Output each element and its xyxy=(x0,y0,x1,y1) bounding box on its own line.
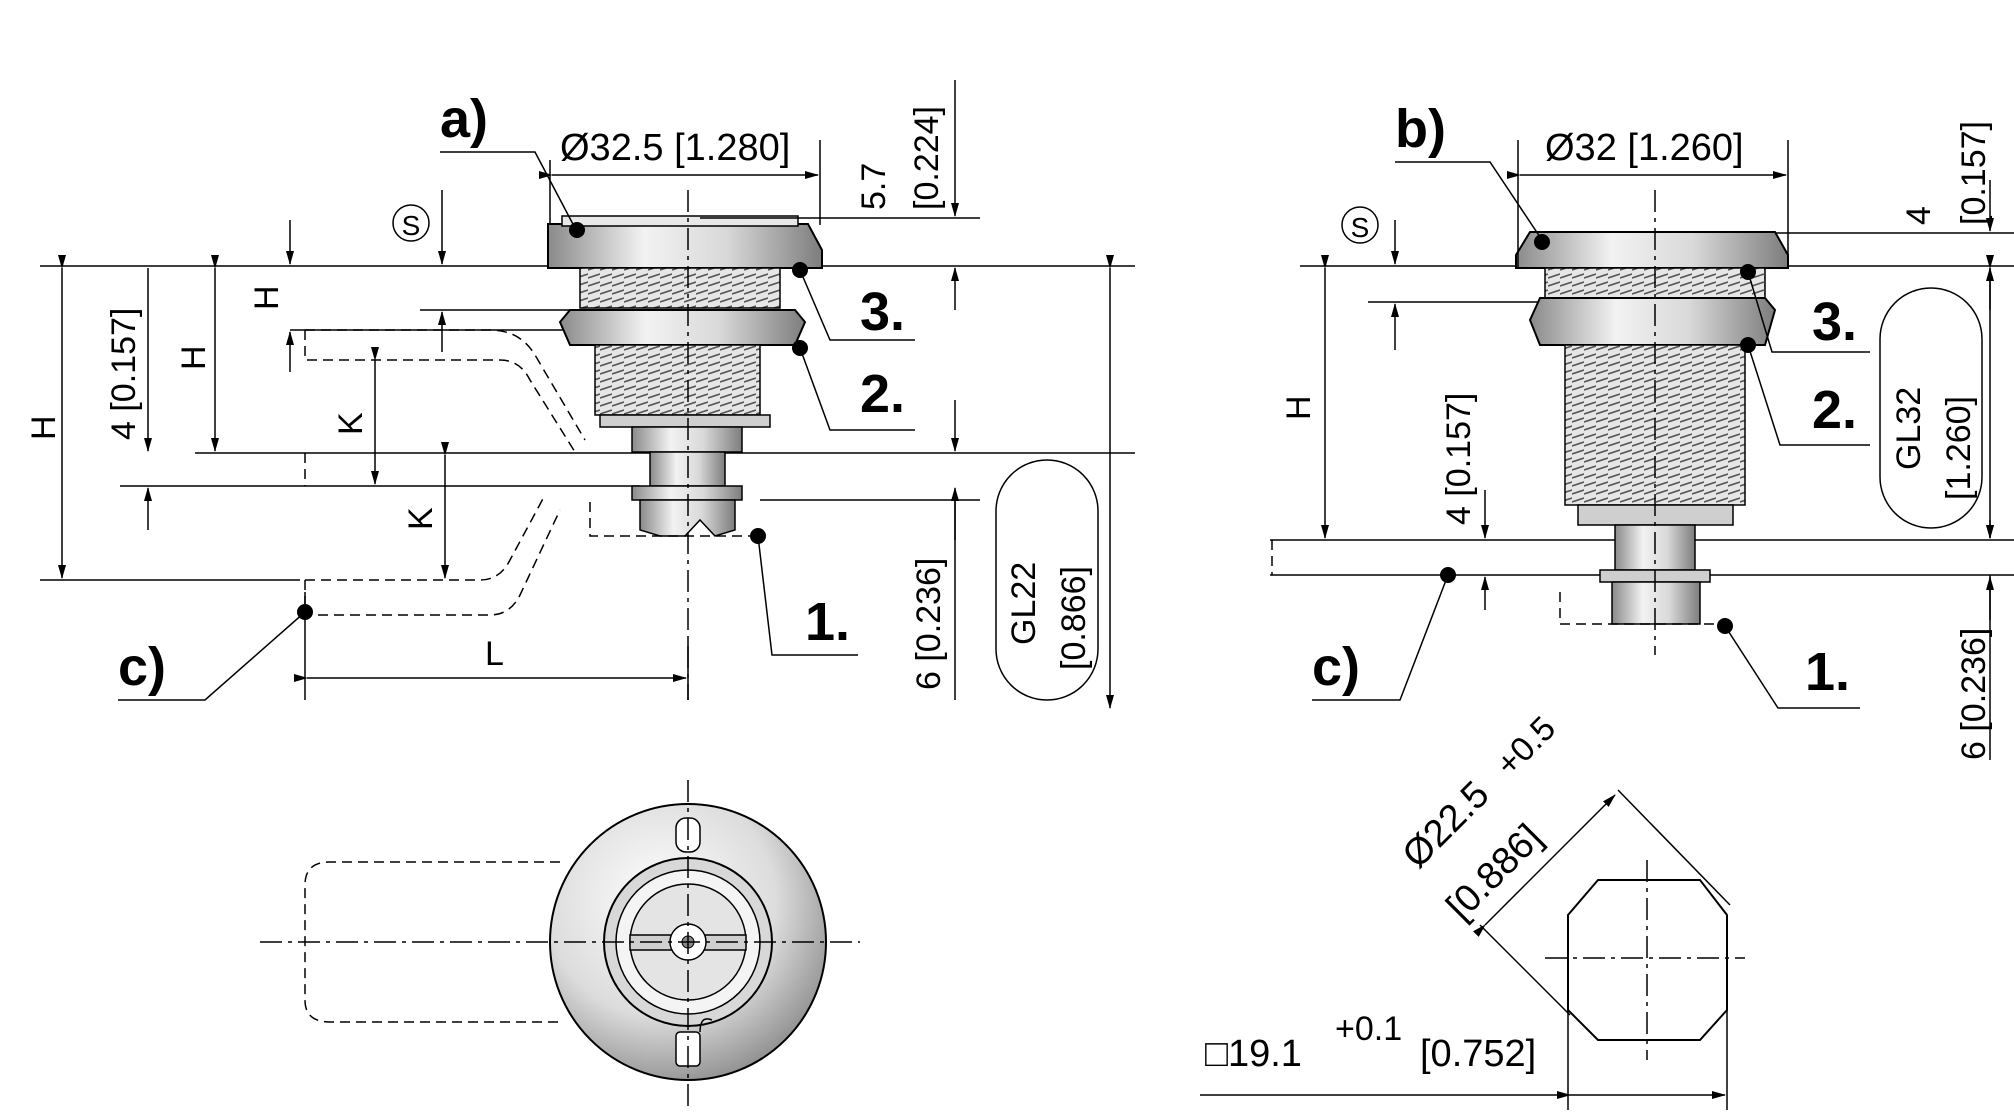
view-b-gl-size: GL32 xyxy=(1890,387,1928,470)
callout-1-a: 1. xyxy=(805,592,850,652)
callout-2-a: 2. xyxy=(860,364,905,424)
panel-cutout xyxy=(1200,789,1745,1110)
view-b-c-label: c) xyxy=(1312,637,1360,697)
view-a-gl-size: GL22 xyxy=(1005,562,1043,645)
cam-outline-a xyxy=(304,329,750,616)
view-a-h-middle: H xyxy=(175,345,213,370)
cutout-square-in: [0.752] xyxy=(1420,1033,1536,1075)
view-a-symbol: S xyxy=(402,210,421,241)
view-b-h: H xyxy=(1280,395,1318,420)
view-b-dim-top-in: [0.157] xyxy=(1955,121,1993,225)
callout-1-b: 1. xyxy=(1805,642,1850,702)
cutout-tolerance-d: +0.5 xyxy=(1489,709,1563,783)
view-a-h-outer: H xyxy=(25,415,63,440)
callout-3-a: 3. xyxy=(860,282,905,342)
view-b-diameter: Ø32 [1.260] xyxy=(1545,127,1744,169)
view-a-c-label: c) xyxy=(118,637,166,697)
view-a-gl-in: [0.866] xyxy=(1055,566,1093,670)
view-a-dim-4: 4 [0.157] xyxy=(105,308,143,440)
view-b-dim-6: 6 [0.236] xyxy=(1955,628,1993,760)
view-a-label: a) xyxy=(440,89,488,149)
view-a-h-inner: H xyxy=(248,285,286,310)
top-view-a xyxy=(260,780,860,1110)
lock-body-a xyxy=(547,190,823,700)
cutout-tolerance-s: +0.1 xyxy=(1335,1010,1402,1048)
callout-3-b: 3. xyxy=(1812,292,1857,352)
view-b-symbol: S xyxy=(1351,212,1370,243)
view-a-dim-6: 6 [0.236] xyxy=(910,558,948,690)
lock-body-b xyxy=(1515,190,1789,655)
view-a-dim-top-in: [0.224] xyxy=(908,106,946,210)
view-a-k-lower: K xyxy=(402,507,440,530)
view-a-k-upper: K xyxy=(332,412,370,435)
view-b xyxy=(1270,140,2014,760)
view-b-dim-4: 4 [0.157] xyxy=(1440,393,1478,525)
view-a-l: L xyxy=(485,635,504,673)
callout-2-b: 2. xyxy=(1812,380,1857,440)
view-b-dim-top-mm: 4 xyxy=(1900,206,1938,225)
view-a xyxy=(40,80,1135,709)
view-a-dim-top-mm: 5.7 xyxy=(855,163,893,210)
view-a-diameter: Ø32.5 [1.280] xyxy=(560,127,790,169)
cutout-square: □19.1 xyxy=(1205,1033,1302,1075)
view-b-gl-in: [1.260] xyxy=(1940,396,1978,500)
view-b-label: b) xyxy=(1395,99,1446,159)
